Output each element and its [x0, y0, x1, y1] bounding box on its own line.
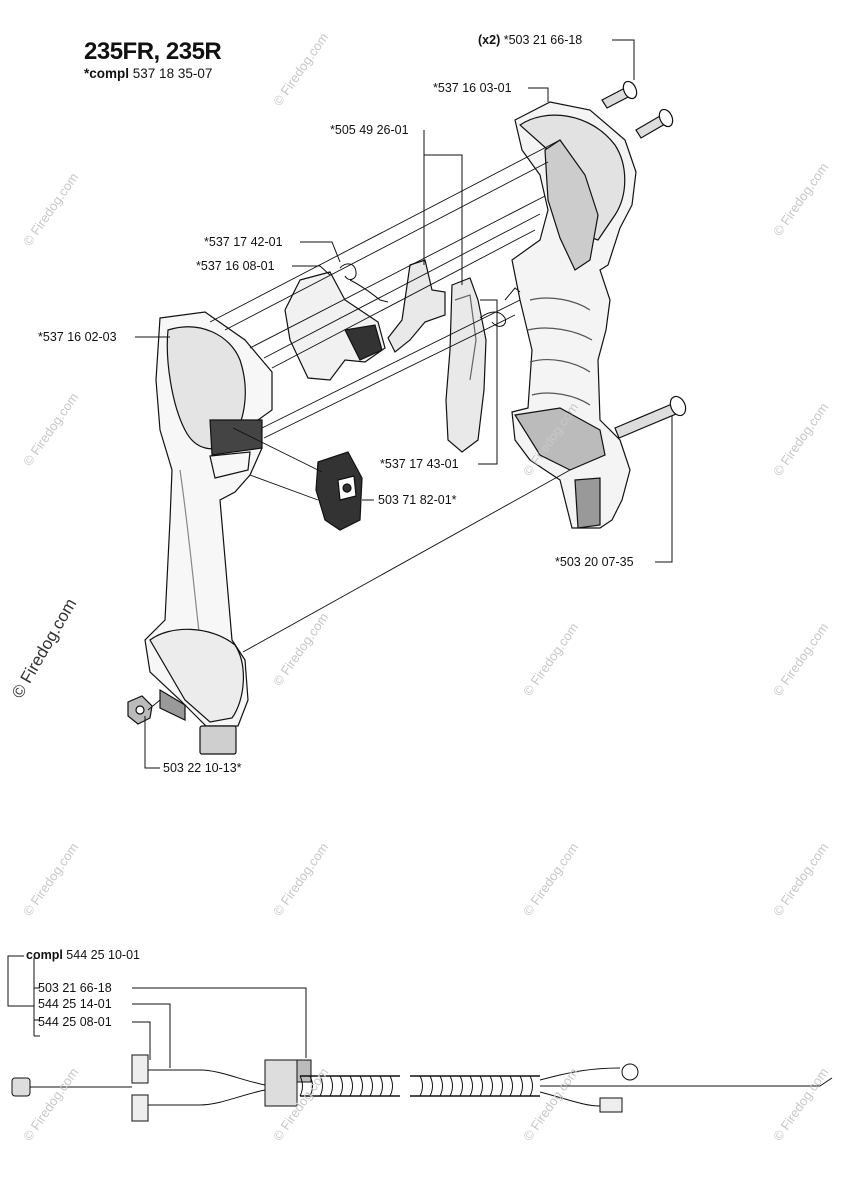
diagram-title: 235FR, 235R	[84, 38, 222, 65]
long-bolt	[614, 395, 687, 439]
part-label-spring-b: *537 16 08-01	[196, 259, 275, 273]
cable-compl-prefix: compl	[26, 948, 63, 962]
part-label-spring-a: *537 17 42-01	[204, 235, 283, 249]
lock-lever	[387, 259, 446, 353]
screw-part-number: *503 21 66-18	[503, 33, 583, 47]
assembly-number: *compl 537 18 35-07	[84, 66, 212, 81]
part-label-throttle: *537 17 43-01	[380, 457, 459, 471]
screw-pair	[601, 80, 674, 139]
left-handle-part	[144, 311, 273, 755]
cable-part-2: 544 25 14-01	[38, 997, 112, 1011]
part-label-screw: (x2) *503 21 66-18	[478, 33, 582, 47]
part-label-handle-left: *537 16 02-03	[38, 330, 117, 344]
cable-compl-number: 544 25 10-01	[66, 948, 140, 962]
nut	[127, 695, 153, 725]
throttle-lever	[445, 277, 487, 453]
stop-switch	[315, 451, 363, 531]
cable-assembly	[7, 955, 833, 1122]
cable-part-3: 544 25 08-01	[38, 1015, 112, 1029]
trigger-assembly	[284, 271, 386, 381]
compl-prefix: *compl	[84, 66, 130, 81]
part-label-handle-right: *537 16 03-01	[433, 81, 512, 95]
part-label-bolt: *503 20 07-35	[555, 555, 634, 569]
part-label-nut: 503 22 10-13*	[163, 761, 242, 775]
assembly-guide-lines	[147, 139, 571, 711]
screw-qty: (x2)	[478, 33, 501, 47]
part-label-switch: 503 71 82-01*	[378, 493, 457, 507]
compl-number: 537 18 35-07	[132, 66, 213, 81]
springs	[339, 263, 521, 327]
right-handle-part	[511, 101, 637, 529]
part-label-lever: *505 49 26-01	[330, 123, 409, 137]
leader-lines	[135, 39, 673, 769]
cable-part-1: 503 21 66-18	[38, 981, 112, 995]
cable-compl-label: compl 544 25 10-01	[26, 948, 140, 962]
